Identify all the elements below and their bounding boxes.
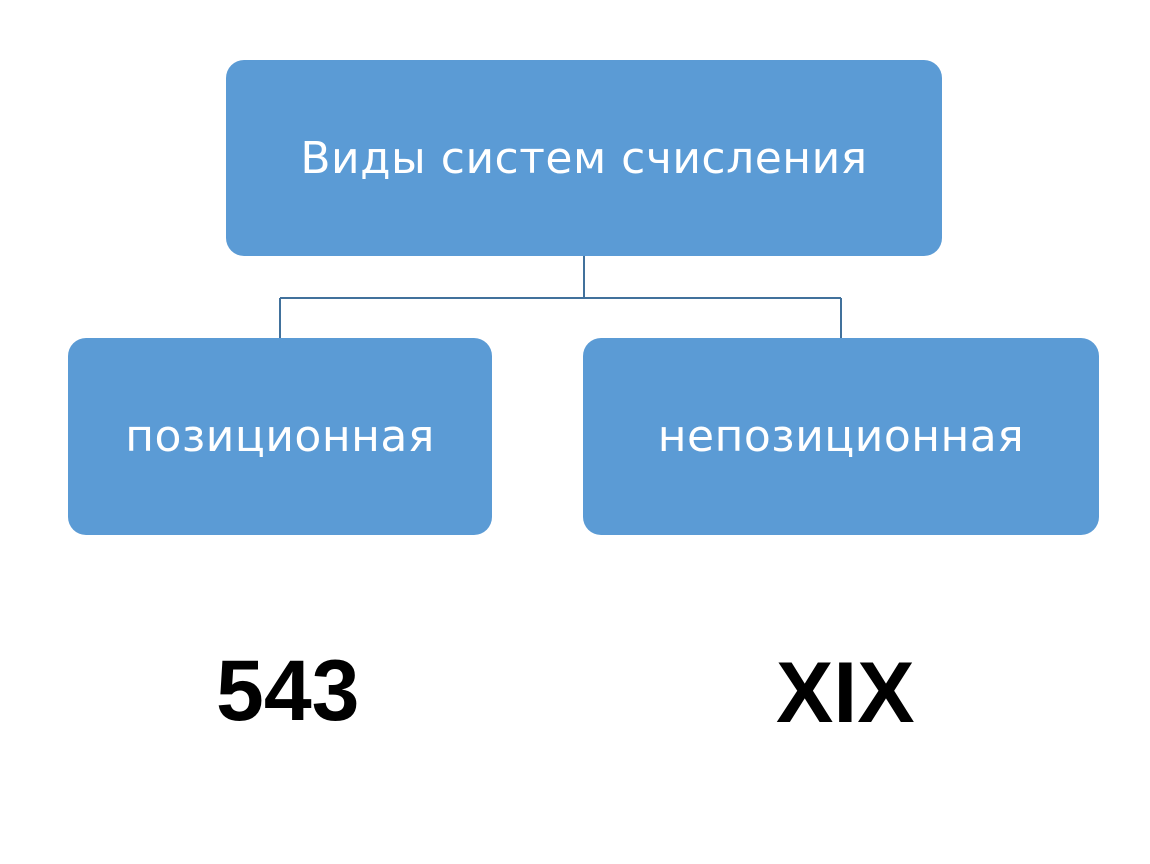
non-positional-node-label: непозиционная	[657, 411, 1025, 462]
positional-node: позиционная	[68, 338, 492, 535]
positional-node-label: позиционная	[125, 411, 435, 462]
positional-example: 543	[216, 643, 360, 739]
non-positional-node: непозиционная	[583, 338, 1099, 535]
non-positional-example: XIX	[776, 645, 915, 741]
root-node-label: Виды систем счисления	[300, 132, 868, 184]
root-node: Виды систем счисления	[226, 60, 942, 256]
